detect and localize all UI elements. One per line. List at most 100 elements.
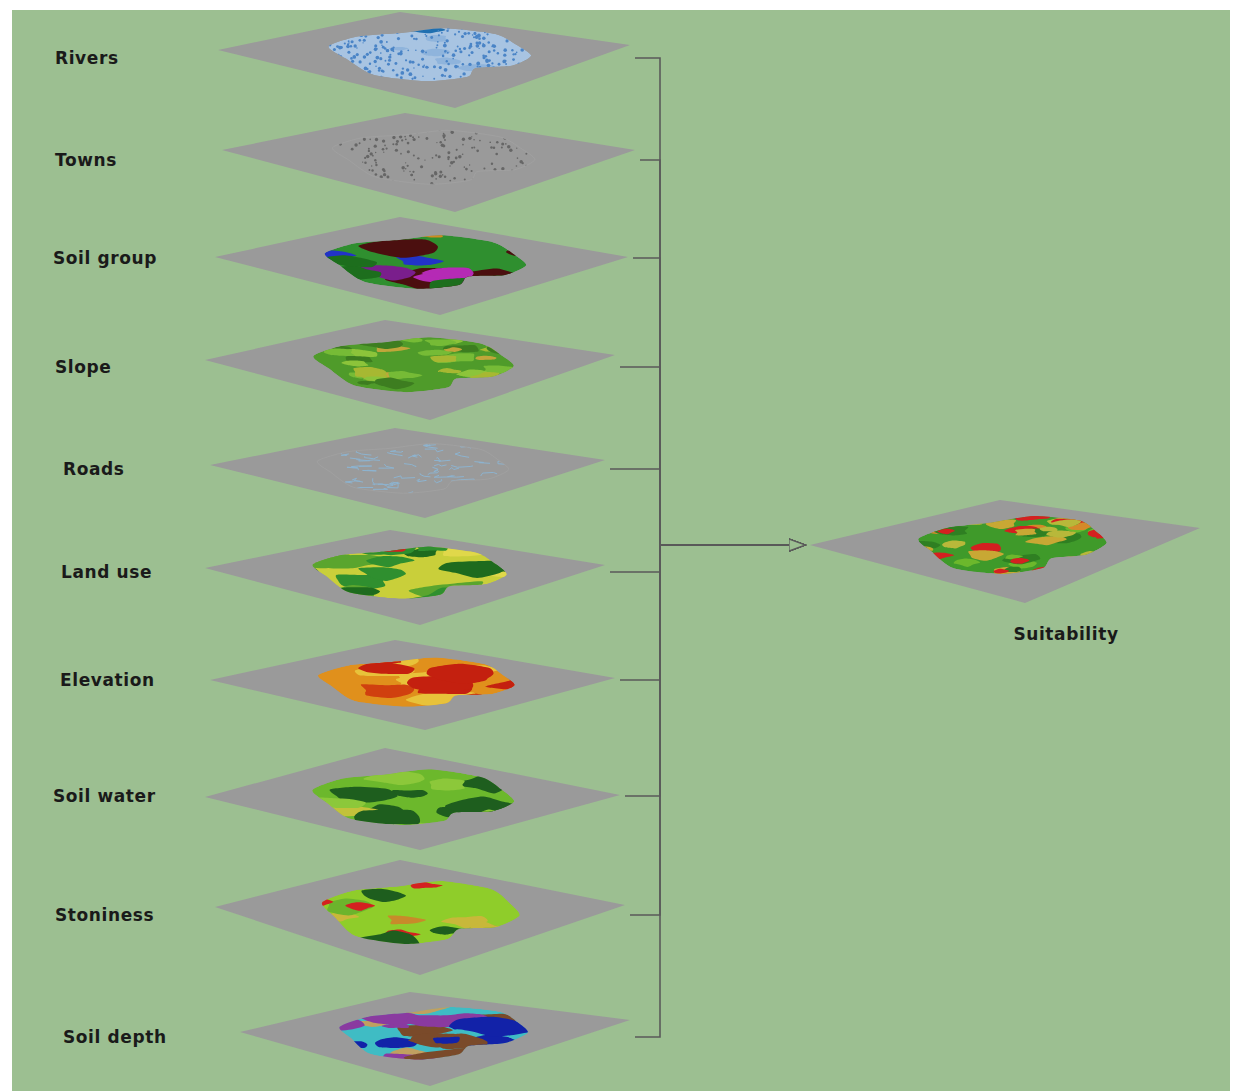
map-dot <box>462 144 464 146</box>
map-dot <box>392 69 395 72</box>
map-dot <box>443 24 446 27</box>
map-dot <box>317 44 320 47</box>
road-line <box>352 478 363 482</box>
layer-plane <box>215 217 628 315</box>
map-dot <box>447 26 450 29</box>
map-dot <box>396 183 398 185</box>
map-dot <box>382 139 385 142</box>
map-dot <box>426 124 428 126</box>
map-dot <box>312 143 315 146</box>
map-base <box>325 235 526 288</box>
map-dot <box>407 150 410 153</box>
map-patch <box>402 1059 448 1072</box>
map-dot <box>502 60 506 64</box>
map-patch <box>376 868 425 880</box>
map-dot <box>387 63 390 66</box>
input-layer: Soil depth <box>58 988 635 1090</box>
map-dot <box>371 169 373 171</box>
map-dot <box>368 70 371 73</box>
map-dot <box>335 165 336 166</box>
map-dot <box>426 21 428 23</box>
map-dot <box>492 66 495 69</box>
map-patch <box>426 35 449 42</box>
map-dot <box>447 52 449 54</box>
map-dot <box>444 176 447 179</box>
map-dot <box>418 25 421 28</box>
road-line <box>379 464 394 468</box>
map-dot <box>394 62 397 65</box>
road-line <box>518 457 528 460</box>
map-patch <box>388 916 426 925</box>
map-dot <box>291 56 293 58</box>
map-dot <box>533 146 536 149</box>
map-patch <box>361 684 414 698</box>
map-dot <box>491 62 493 64</box>
road-line <box>281 461 295 462</box>
map-patch <box>415 545 448 551</box>
map-dot <box>408 72 412 76</box>
map-dot <box>351 40 354 43</box>
map-dot <box>379 40 383 44</box>
map-patch <box>375 377 415 389</box>
map-dot <box>482 43 484 45</box>
map-dot <box>421 51 422 52</box>
road-line <box>436 458 439 461</box>
map-dot <box>285 52 288 55</box>
map-dot <box>401 139 403 141</box>
map-patch <box>964 517 981 521</box>
input-layer: Land use <box>56 526 610 629</box>
map-dot <box>448 75 451 78</box>
map-dot <box>383 170 386 173</box>
map-dot <box>422 85 426 89</box>
layer-label: Towns <box>55 150 117 170</box>
map-dot <box>350 57 353 60</box>
map-dot <box>344 42 346 44</box>
map-dot <box>532 38 535 41</box>
map-patch <box>506 247 550 258</box>
map-dot <box>447 63 450 66</box>
map-patch <box>495 557 560 572</box>
map-dot <box>491 163 493 165</box>
map-dot <box>533 41 534 42</box>
map-dot <box>291 152 294 155</box>
map-dot <box>439 66 442 69</box>
road-line <box>294 470 307 473</box>
map-dot <box>412 171 414 173</box>
map-patch <box>427 664 494 684</box>
map-patch <box>358 544 410 555</box>
map-patch <box>360 930 420 948</box>
map-dot <box>338 46 342 50</box>
map-patch <box>1012 508 1037 514</box>
map-dot <box>520 37 522 39</box>
map-dot <box>382 70 385 73</box>
map-dot <box>421 49 425 53</box>
map-dot <box>396 73 399 76</box>
map-dot <box>413 154 415 156</box>
map-dot <box>346 45 350 49</box>
map-dot <box>415 38 418 41</box>
road-line <box>387 453 402 456</box>
layer-plane <box>205 320 615 420</box>
map-dot <box>444 42 446 44</box>
map-dot <box>470 185 473 188</box>
map-dot <box>534 37 536 39</box>
map-dot <box>409 21 411 23</box>
map-dot <box>333 54 336 57</box>
map-dot <box>296 151 299 154</box>
road-line <box>428 471 439 475</box>
map-dot <box>551 43 555 47</box>
map-dot <box>460 26 463 29</box>
road-line <box>522 454 527 457</box>
map-dot <box>487 41 490 44</box>
map-dot <box>509 149 512 152</box>
map-dot <box>373 32 375 34</box>
layer-label: Soil group <box>53 248 157 268</box>
layer-plane <box>205 748 620 850</box>
map-dot <box>503 134 505 136</box>
map-dot <box>334 166 336 168</box>
input-layer: Soil water <box>48 744 625 854</box>
map-dot <box>519 140 520 141</box>
map-dot <box>532 58 534 60</box>
map-dot <box>325 55 328 58</box>
